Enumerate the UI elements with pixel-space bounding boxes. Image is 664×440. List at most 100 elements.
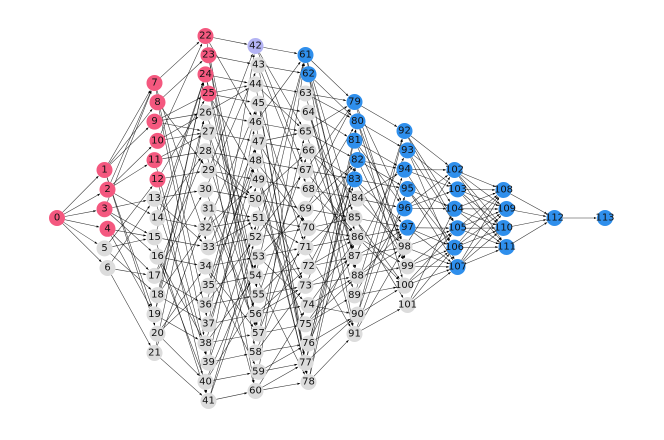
- node-circle: [449, 259, 466, 275]
- edge-52-61: [257, 63, 304, 231]
- edge-41-60: [216, 392, 248, 400]
- node-circle: [250, 95, 267, 112]
- node-label: 68: [302, 184, 315, 195]
- edge-69-82: [311, 165, 352, 204]
- node-label: 54: [249, 271, 262, 282]
- node-108: 108: [494, 182, 513, 198]
- node-27: 27: [200, 124, 217, 141]
- node-circle: [250, 57, 267, 74]
- node-83: 83: [346, 171, 363, 188]
- node-63: 63: [297, 85, 314, 102]
- edge-21-41: [160, 358, 203, 396]
- edge-35-45: [210, 111, 257, 279]
- edge-79-92: [361, 105, 398, 127]
- node-label: 56: [249, 309, 262, 320]
- edge-104-110: [461, 211, 496, 226]
- edge-103-109: [464, 192, 499, 207]
- edge-21-26: [155, 121, 205, 346]
- node-circle: [197, 335, 214, 352]
- edge-1-8: [109, 108, 153, 164]
- edge-77-90: [311, 320, 352, 358]
- node-circle: [349, 113, 366, 130]
- edge-26-44: [212, 88, 249, 110]
- edge-74-86: [312, 244, 353, 299]
- node-circle: [200, 124, 217, 141]
- node-circle: [346, 132, 363, 149]
- edge-60-77: [262, 366, 299, 388]
- edge-12-41: [159, 187, 208, 393]
- node-61: 61: [297, 47, 314, 63]
- edge-0-6: [62, 223, 102, 263]
- node-circle: [396, 200, 413, 217]
- node-78: 78: [300, 374, 317, 390]
- node-55: 55: [250, 287, 267, 304]
- node-circle: [146, 267, 163, 284]
- node-22: 22: [197, 28, 214, 44]
- node-circle: [399, 181, 416, 197]
- node-label: 42: [249, 41, 262, 52]
- node-label: 84: [351, 193, 364, 204]
- node-52: 52: [247, 229, 264, 246]
- node-label: 4: [104, 223, 110, 234]
- node-95: 95: [399, 181, 416, 197]
- node-11: 11: [146, 152, 163, 169]
- edge-59-77: [266, 363, 298, 371]
- node-label: 98: [398, 242, 411, 253]
- node-12: 12: [149, 171, 166, 188]
- node-43: 43: [250, 57, 267, 74]
- node-label: 13: [148, 193, 161, 204]
- node-circle: [146, 113, 163, 130]
- edge-28-48: [213, 152, 248, 160]
- node-104: 104: [445, 200, 464, 217]
- node-circle: [247, 114, 264, 131]
- node-label: 41: [202, 396, 215, 407]
- node-label: 35: [202, 280, 215, 291]
- edge-81-96: [359, 146, 400, 202]
- node-50: 50: [247, 191, 264, 208]
- node-circle: [247, 229, 264, 246]
- node-88: 88: [349, 268, 366, 284]
- node-113: 113: [595, 210, 615, 226]
- edge-106-110: [461, 230, 496, 245]
- node-label: 24: [199, 69, 212, 80]
- node-56: 56: [247, 306, 264, 323]
- node-circle: [250, 363, 267, 380]
- node-46: 46: [247, 114, 264, 131]
- node-68: 68: [300, 181, 317, 198]
- edge-100-106: [410, 252, 448, 282]
- edge-9-25: [161, 97, 202, 119]
- edge-102-109: [460, 174, 500, 205]
- edge-59-61: [259, 63, 305, 364]
- edge-19-38: [161, 318, 199, 340]
- node-57: 57: [250, 325, 267, 342]
- node-17: 17: [146, 267, 163, 284]
- node-64: 64: [300, 104, 317, 121]
- edge-39-58: [216, 353, 248, 362]
- node-label: 75: [299, 319, 312, 330]
- node-circle: [197, 258, 214, 275]
- node-label: 30: [199, 184, 212, 195]
- edge-76-86: [311, 244, 355, 337]
- edge-25-44: [216, 85, 248, 93]
- node-3: 3: [96, 201, 113, 218]
- node-98: 98: [396, 239, 413, 255]
- node-label: 105: [448, 223, 467, 234]
- node-label: 72: [302, 261, 315, 272]
- node-label: 48: [249, 156, 262, 167]
- edge-65-79: [312, 106, 348, 129]
- edge-107-108: [461, 197, 500, 261]
- node-58: 58: [247, 344, 264, 361]
- node-label: 17: [148, 270, 161, 281]
- edge-74-90: [316, 306, 350, 314]
- node-label: 52: [249, 232, 262, 243]
- node-label: 97: [401, 222, 414, 233]
- node-label: 108: [494, 185, 513, 196]
- node-label: 91: [348, 329, 361, 340]
- node-label: 43: [252, 60, 265, 71]
- edge-14-24: [159, 82, 204, 211]
- edge-75-87: [309, 263, 350, 318]
- edge-layer: [62, 37, 597, 400]
- edge-24-44: [213, 75, 248, 84]
- edge-105-111: [464, 230, 499, 245]
- node-42: 42: [247, 38, 264, 54]
